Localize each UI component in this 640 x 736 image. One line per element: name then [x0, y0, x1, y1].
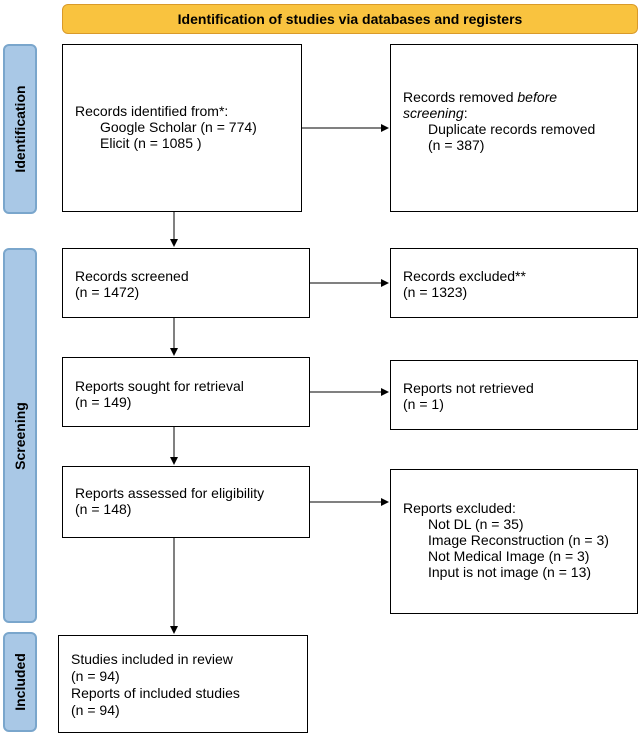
reports-assessed-title: Reports assessed for eligibility	[75, 485, 265, 501]
records-screened-count: (n = 1472)	[75, 284, 140, 300]
phase-screening: Screening	[3, 248, 37, 623]
reports-excluded-title: Reports excluded:	[403, 500, 516, 516]
exclusion-reason: Image Reconstruction (n = 3)	[428, 532, 609, 548]
phase-identification: Identification	[3, 44, 37, 214]
reports-included-count: (n = 94)	[71, 702, 120, 718]
reports-not-retrieved-count: (n = 1)	[403, 396, 444, 412]
reports-not-retrieved-title: Reports not retrieved	[403, 380, 534, 396]
duplicates-removed-count: (n = 387)	[428, 137, 485, 153]
source-elicit: Elicit (n = 1085 )	[100, 135, 202, 151]
exclusion-reason: Input is not image (n = 13)	[428, 564, 592, 580]
reports-not-retrieved-box: Reports not retrieved (n = 1)	[390, 360, 638, 430]
records-removed-box: Records removed before screening: Duplic…	[390, 44, 638, 212]
header-banner: Identification of studies via databases …	[62, 4, 638, 34]
records-screened-box: Records screened (n = 1472)	[62, 248, 310, 318]
records-excluded-box: Records excluded** (n = 1323)	[390, 248, 638, 318]
header-banner-label: Identification of studies via databases …	[177, 11, 523, 27]
reports-sought-count: (n = 149)	[75, 394, 132, 410]
exclusion-reason: Not Medical Image (n = 3)	[428, 548, 590, 564]
records-identified-title: Records identified from*:	[75, 103, 229, 119]
records-identified-box: Records identified from*: Google Scholar…	[62, 44, 302, 212]
records-removed-line2: screening:	[403, 105, 468, 121]
records-excluded-count: (n = 1323)	[403, 284, 468, 300]
duplicates-removed-label: Duplicate records removed	[428, 121, 596, 137]
studies-included-count: (n = 94)	[71, 668, 120, 684]
reports-sought-title: Reports sought for retrieval	[75, 378, 244, 394]
records-removed-line1: Records removed before	[403, 89, 558, 105]
records-excluded-title: Records excluded**	[403, 268, 526, 284]
studies-included-title: Studies included in review	[71, 651, 233, 667]
studies-included-box: Studies included in review (n = 94) Repo…	[58, 635, 308, 733]
reports-assessed-box: Reports assessed for eligibility (n = 14…	[62, 466, 310, 538]
exclusion-reason: Not DL (n = 35)	[428, 516, 524, 532]
records-screened-title: Records screened	[75, 268, 189, 284]
reports-assessed-count: (n = 148)	[75, 501, 132, 517]
reports-included-title: Reports of included studies	[71, 685, 240, 701]
reports-excluded-box: Reports excluded: Not DL (n = 35) Image …	[390, 469, 638, 614]
reports-sought-box: Reports sought for retrieval (n = 149)	[62, 357, 310, 427]
phase-included: Included	[3, 632, 37, 732]
source-google-scholar: Google Scholar (n = 774)	[100, 119, 257, 135]
